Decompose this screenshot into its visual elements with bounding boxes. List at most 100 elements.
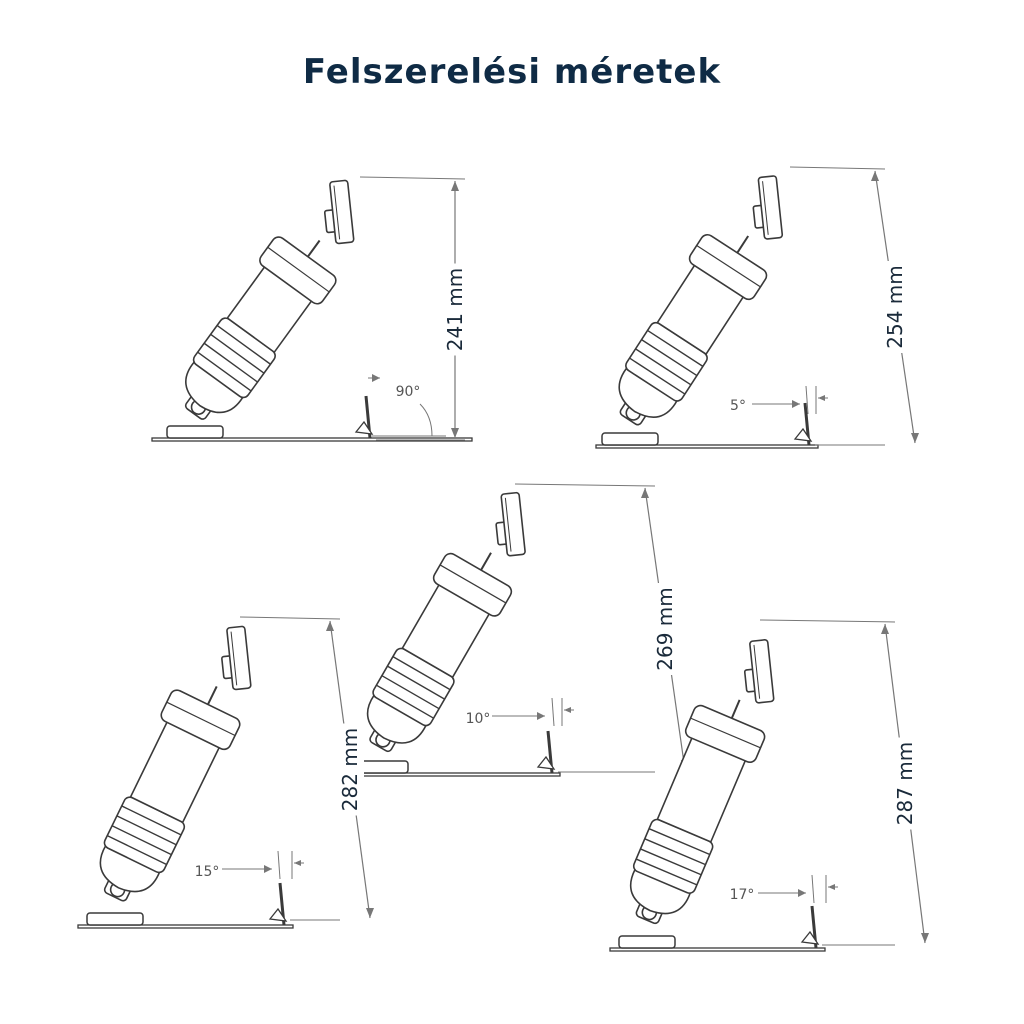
height-dimension: 254 mm — [789, 166, 919, 446]
height-label: 282 mm — [338, 728, 362, 812]
lower-cap — [99, 844, 161, 893]
angle-label: 10° — [466, 711, 491, 727]
label-bg — [651, 583, 679, 675]
cable-stem — [207, 686, 218, 705]
band-line — [635, 348, 692, 386]
mount-foot — [601, 432, 659, 446]
cable-stem — [480, 552, 492, 571]
angle-arrow — [537, 712, 545, 720]
band-line — [116, 815, 177, 846]
arrow-bottom — [911, 433, 919, 443]
label-bg — [441, 263, 469, 356]
display-housing — [749, 639, 775, 704]
arrow-bottom — [921, 933, 929, 943]
height-label: 241 mm — [443, 268, 467, 352]
cap-seam — [696, 245, 761, 288]
angle-ref-line — [811, 874, 815, 904]
label-bg — [881, 261, 909, 353]
lower-cap — [185, 360, 244, 414]
angle-ref-line — [277, 850, 281, 880]
angle-ref-line — [805, 385, 809, 415]
band-line — [210, 333, 265, 374]
transducer — [618, 233, 768, 426]
display-edge — [762, 181, 769, 235]
transom-bracket — [354, 395, 374, 439]
mount-foot — [618, 935, 676, 949]
display-edge — [230, 631, 238, 686]
angle-marker: 15° — [195, 850, 304, 880]
band-line — [629, 357, 686, 395]
extension-line-top — [514, 483, 656, 487]
band-line — [640, 848, 702, 876]
transom-bracket — [793, 402, 813, 446]
angle-arrow-right — [828, 884, 835, 890]
angle-marker: 10° — [466, 697, 574, 727]
hull-plate — [151, 437, 473, 442]
bracket-clamp — [354, 420, 374, 435]
arrow-bottom — [366, 908, 374, 918]
band-line — [381, 675, 440, 710]
cap-seam — [690, 717, 761, 749]
lower-cap — [618, 367, 679, 418]
bracket-clamp — [536, 755, 556, 770]
height-label: 269 mm — [653, 587, 677, 671]
band-line — [376, 684, 434, 719]
band-line — [106, 834, 167, 866]
display-housing — [329, 179, 355, 245]
angle-marker: 17° — [730, 874, 838, 904]
transom-bracket — [536, 730, 556, 774]
arrow-top — [326, 621, 334, 631]
angle-arc — [419, 403, 433, 437]
arrow-top — [881, 624, 889, 634]
angle-marker: 90° — [368, 374, 446, 437]
band-line — [216, 324, 271, 365]
configuration-b: 254 mm5° — [595, 166, 919, 449]
angle-ref-line — [551, 697, 555, 727]
angle-arrow — [372, 374, 380, 382]
lower-cap — [629, 868, 692, 915]
mount-foot — [166, 425, 224, 439]
height-dimension: 269 mm — [514, 483, 689, 773]
transom-bracket — [800, 905, 820, 949]
band-line — [203, 342, 258, 383]
display-housing — [226, 625, 252, 691]
cable-stem — [736, 235, 750, 254]
band-line — [392, 656, 451, 691]
band-line — [387, 665, 445, 700]
transducer — [99, 686, 241, 902]
hull-plate — [595, 444, 819, 449]
page-title: Felszerelési méretek — [302, 52, 722, 92]
angle-label: 15° — [195, 864, 220, 880]
angle-arrow-right — [564, 707, 571, 713]
band-line — [197, 351, 252, 392]
angle-arrow-right — [818, 395, 825, 401]
top-cap — [160, 689, 241, 751]
cable-stem — [307, 239, 321, 258]
display-head — [323, 179, 355, 245]
cap-seam — [439, 564, 507, 604]
bracket-clamp — [793, 427, 813, 442]
band-line — [635, 858, 698, 886]
bracket-clamp — [800, 930, 820, 945]
band-line — [644, 838, 706, 866]
lower-cap — [366, 694, 428, 744]
configuration-d: 282 mm 15° — [77, 616, 374, 929]
height-dimension: 287 mm — [759, 619, 929, 946]
display-head — [752, 175, 784, 240]
cap-seam — [267, 246, 330, 293]
display-housing — [757, 175, 784, 240]
extension-line-top — [359, 176, 466, 180]
label-bg — [336, 723, 364, 816]
angle-marker: 5° — [730, 385, 828, 415]
transducer — [366, 552, 513, 753]
angle-arrow — [798, 889, 806, 897]
cable-stem — [730, 699, 741, 719]
mount-foot — [86, 912, 144, 926]
display-head — [743, 639, 775, 704]
transducer — [184, 236, 337, 420]
extension-line-top — [239, 616, 341, 620]
cap-seam — [166, 701, 236, 737]
extension-line-top — [789, 166, 886, 170]
arrow-bottom — [451, 428, 459, 438]
